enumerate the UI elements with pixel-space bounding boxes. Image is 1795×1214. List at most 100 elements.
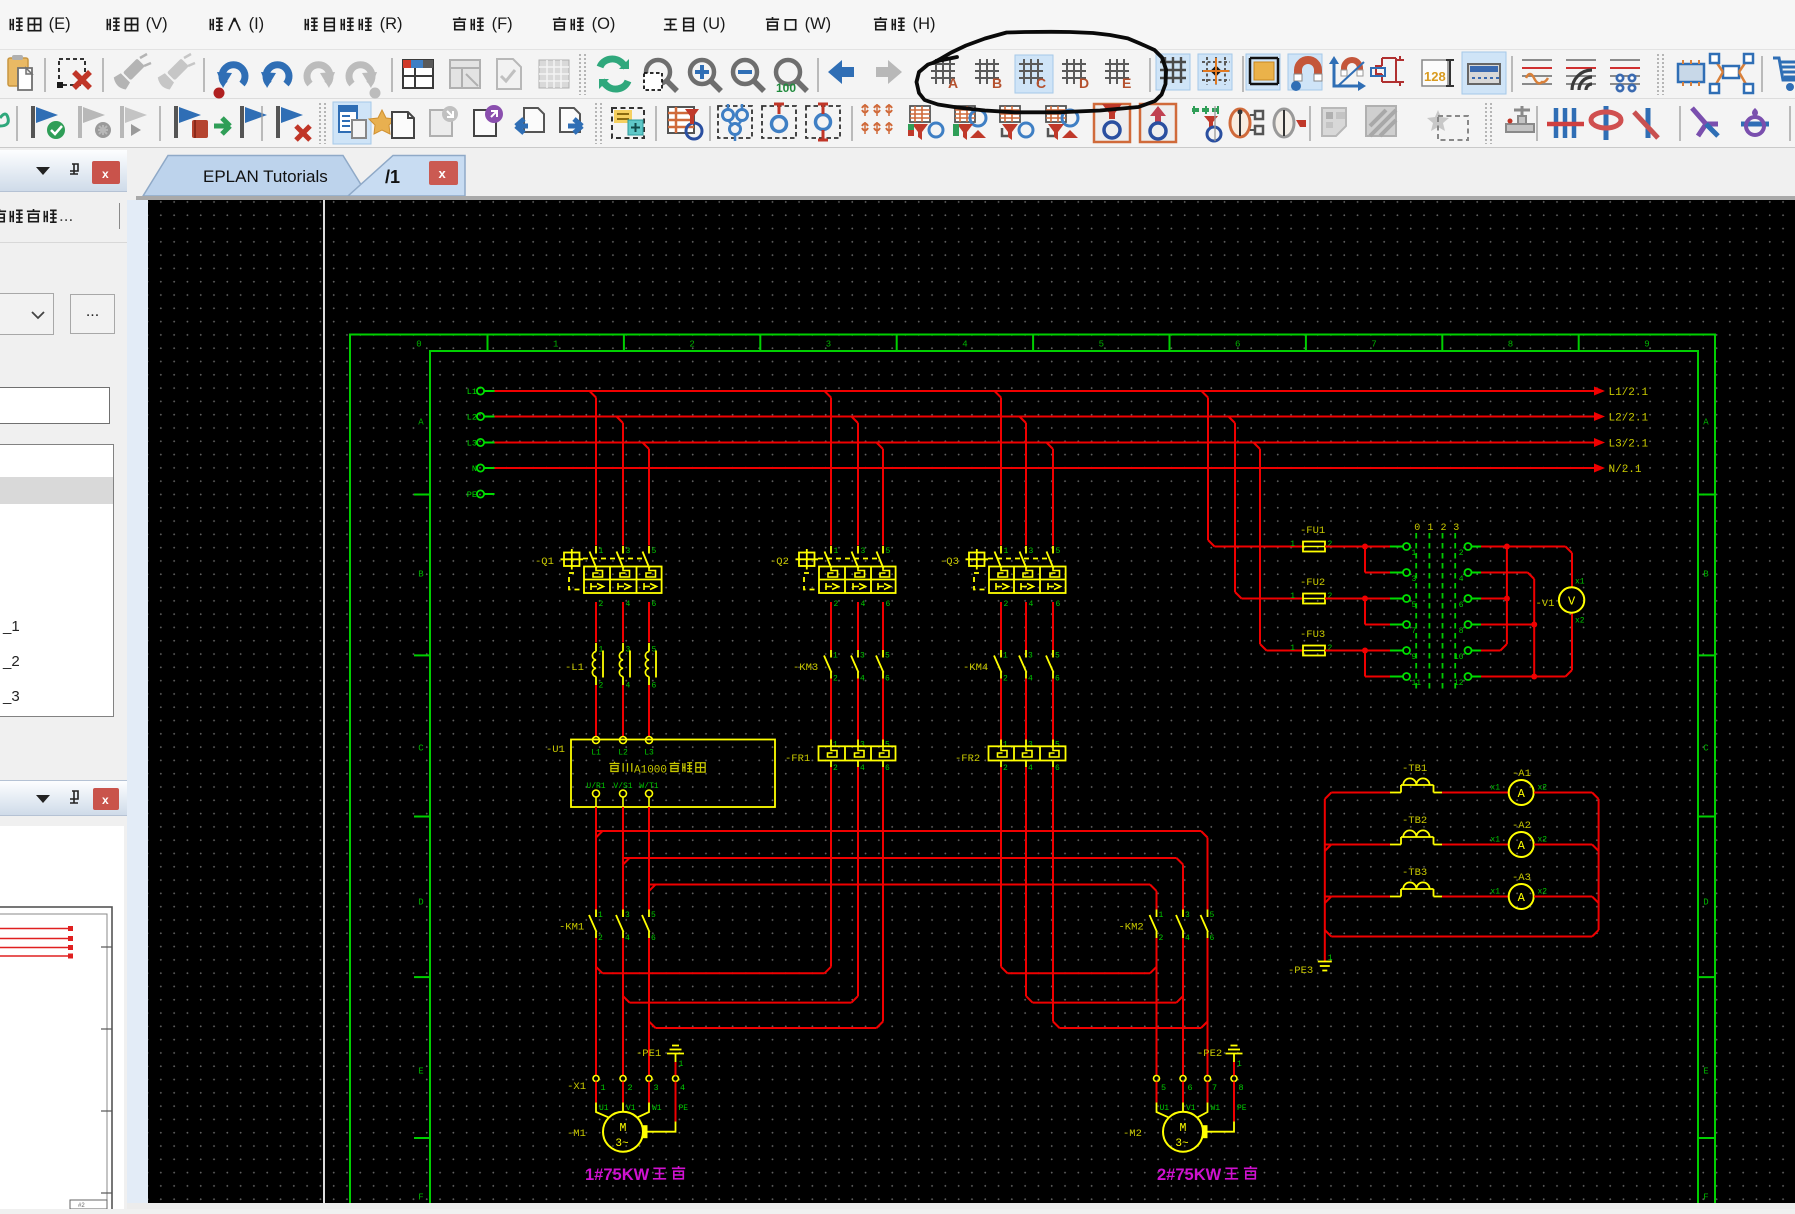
svg-text:8: 8 — [1459, 627, 1464, 636]
svg-text:x1: x1 — [1490, 888, 1500, 897]
svg-text:W/T1: W/T1 — [639, 782, 658, 791]
svg-text:1: 1 — [1237, 1060, 1242, 1069]
svg-text:4: 4 — [1028, 675, 1033, 684]
svg-text:-M2: -M2 — [1123, 1128, 1142, 1140]
svg-text:5: 5 — [651, 911, 656, 920]
svg-text:-Q3: -Q3 — [940, 556, 959, 568]
svg-text:12: 12 — [1454, 679, 1464, 688]
svg-text:4: 4 — [860, 764, 865, 773]
svg-text:2: 2 — [1004, 600, 1009, 609]
svg-text:2: 2 — [689, 340, 694, 350]
svg-text:x2: x2 — [1538, 888, 1548, 897]
svg-text:4: 4 — [626, 600, 631, 609]
svg-text:A: A — [1518, 839, 1526, 853]
svg-text:1: 1 — [1290, 644, 1295, 653]
svg-text:-Q2: -Q2 — [770, 556, 789, 568]
svg-text:6: 6 — [886, 600, 891, 609]
svg-text:A: A — [418, 418, 424, 428]
svg-text:2: 2 — [598, 934, 603, 943]
svg-text:100: 100 — [776, 81, 796, 95]
svg-text:-PE3: -PE3 — [1288, 965, 1313, 977]
svg-text:2: 2 — [833, 764, 838, 773]
svg-text:7: 7 — [1371, 340, 1376, 350]
svg-text:EPLAN Tutorials: EPLAN Tutorials — [203, 167, 328, 186]
svg-text:x: x — [102, 793, 109, 807]
svg-text:U1: U1 — [599, 1104, 609, 1113]
svg-text:6: 6 — [652, 682, 657, 691]
svg-text:3: 3 — [625, 911, 630, 920]
svg-text:4: 4 — [860, 675, 865, 684]
svg-text:1: 1 — [1412, 549, 1417, 558]
svg-text:3: 3 — [861, 547, 866, 556]
svg-text:-FR1: -FR1 — [785, 753, 810, 765]
svg-text:3: 3 — [626, 646, 631, 655]
svg-text:6: 6 — [885, 764, 890, 773]
svg-text:x2: x2 — [1575, 617, 1585, 626]
svg-text:1: 1 — [1290, 540, 1295, 549]
svg-text:-KM1: -KM1 — [559, 922, 584, 934]
svg-text:#2: #2 — [78, 1203, 85, 1209]
svg-text:1: 1 — [1003, 741, 1008, 750]
svg-text:2: 2 — [834, 600, 839, 609]
svg-text:3~: 3~ — [1175, 1138, 1189, 1150]
svg-text:M: M — [620, 1122, 627, 1135]
svg-text:6: 6 — [885, 675, 890, 684]
svg-text:L2: L2 — [467, 413, 477, 423]
svg-text:6: 6 — [1055, 675, 1060, 684]
svg-text:4: 4 — [962, 340, 967, 350]
svg-text:1: 1 — [553, 340, 558, 350]
svg-text:3: 3 — [860, 652, 865, 661]
svg-text:3: 3 — [1028, 741, 1033, 750]
svg-text:5: 5 — [885, 741, 890, 750]
svg-text:x1: x1 — [1575, 578, 1585, 587]
svg-text:L1: L1 — [591, 749, 601, 758]
svg-text:V1: V1 — [1186, 1104, 1196, 1113]
svg-text:x2: x2 — [1538, 784, 1548, 793]
svg-text:-A2: -A2 — [1512, 820, 1531, 832]
svg-text:2: 2 — [1328, 540, 1333, 549]
svg-text:6: 6 — [651, 934, 656, 943]
svg-text:x1: x1 — [1490, 836, 1500, 845]
svg-text:8: 8 — [1239, 1083, 1244, 1093]
svg-text:4: 4 — [1185, 934, 1190, 943]
svg-text:6: 6 — [1235, 340, 1240, 350]
svg-text:1: 1 — [679, 1060, 684, 1069]
svg-text:F: F — [1703, 1193, 1708, 1203]
svg-text:C: C — [1703, 744, 1709, 754]
svg-text:1: 1 — [599, 646, 604, 655]
svg-text:5: 5 — [885, 652, 890, 661]
svg-text:E: E — [1122, 75, 1131, 91]
svg-text:PE: PE — [679, 1104, 689, 1113]
svg-text:x2: x2 — [1538, 836, 1548, 845]
svg-text:W1: W1 — [1211, 1104, 1221, 1113]
svg-text:B: B — [418, 570, 424, 580]
svg-text:5: 5 — [1210, 911, 1215, 920]
svg-text:E: E — [418, 1067, 423, 1077]
svg-text:1: 1 — [833, 741, 838, 750]
svg-text:M: M — [1180, 1122, 1187, 1135]
svg-text:9: 9 — [1644, 340, 1649, 350]
svg-text:1: 1 — [1159, 911, 1164, 920]
svg-text:128: 128 — [1424, 69, 1446, 84]
svg-text:2: 2 — [1328, 644, 1333, 653]
svg-text:D: D — [1703, 898, 1708, 908]
svg-text:5: 5 — [1055, 741, 1060, 750]
svg-text:L3: L3 — [467, 439, 477, 449]
svg-text:D: D — [418, 898, 423, 908]
svg-text:2: 2 — [628, 1083, 633, 1093]
svg-text:2: 2 — [599, 682, 604, 691]
svg-text:2: 2 — [1159, 934, 1164, 943]
svg-text:-V1: -V1 — [1536, 598, 1555, 610]
svg-text:E: E — [1703, 1067, 1708, 1077]
svg-text:2: 2 — [1003, 764, 1008, 773]
svg-text:6: 6 — [1459, 601, 1464, 610]
svg-text:V1: V1 — [626, 1104, 636, 1113]
svg-text:-FU1: -FU1 — [1300, 525, 1325, 537]
svg-text:C: C — [418, 744, 424, 754]
svg-text:2: 2 — [1003, 675, 1008, 684]
svg-text:9: 9 — [1412, 653, 1417, 662]
svg-text:6: 6 — [652, 600, 657, 609]
svg-text:-A1: -A1 — [1512, 768, 1531, 780]
svg-text:3~: 3~ — [615, 1138, 629, 1150]
svg-text:2: 2 — [1328, 592, 1333, 601]
